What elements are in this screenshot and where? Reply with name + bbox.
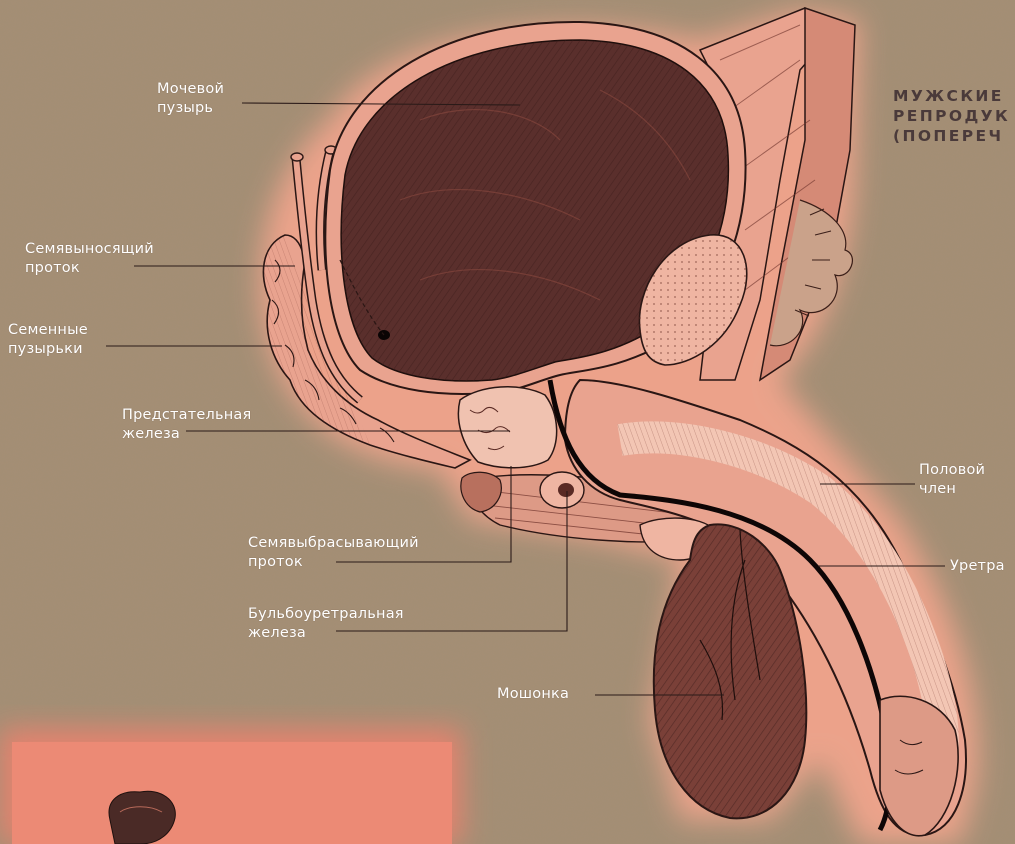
bulbourethral-gland-shape — [540, 472, 584, 508]
corner-block-core — [12, 742, 452, 844]
title-line-1: МУЖСКИЕ — [893, 86, 1010, 106]
title-line-3: (ПОПЕРЕЧ — [893, 126, 1010, 146]
label-scrotum: Мошонка — [497, 685, 569, 704]
prostate-shape — [458, 387, 556, 468]
label-urethra: Уретра — [950, 557, 1005, 576]
figure-title: МУЖСКИЕ РЕПРОДУК (ПОПЕРЕЧ — [893, 86, 1010, 146]
title-line-2: РЕПРОДУК — [893, 106, 1010, 126]
